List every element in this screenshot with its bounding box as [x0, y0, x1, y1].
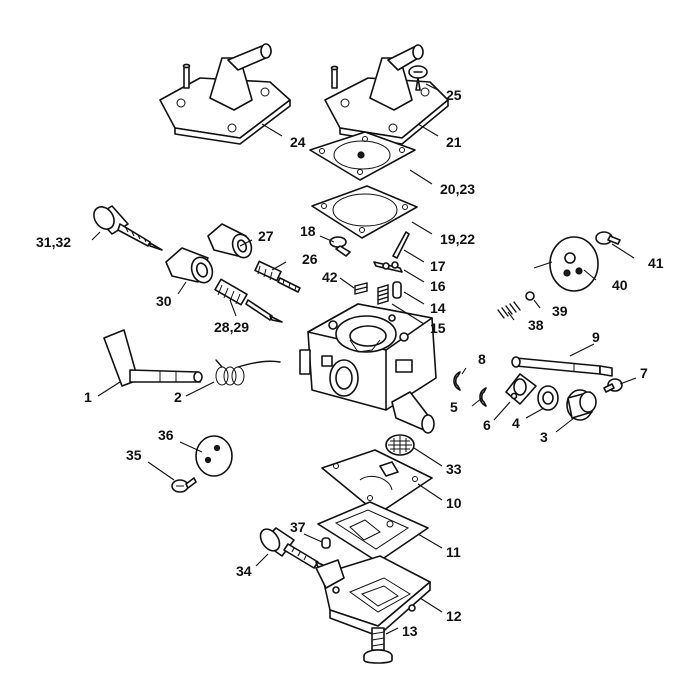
callout-28-29: 28,29: [214, 319, 249, 335]
callout-16: 16: [430, 278, 446, 294]
callout-6: 6: [483, 417, 491, 433]
callout-7: 7: [640, 365, 648, 381]
pin-37: [321, 537, 331, 549]
callout-19-22: 19,22: [440, 231, 475, 247]
lever-6: [505, 373, 537, 405]
callout-labels: 1 2 3 4 5 6 7 8 9 10 11 12 13 14 15 16 1…: [36, 87, 664, 639]
screw-13: [363, 627, 393, 664]
cap-27: [207, 223, 253, 259]
gasket-11: [317, 501, 429, 563]
screw-28-29: [214, 278, 283, 323]
callout-17: 17: [430, 258, 446, 274]
callout-20-23: 20,23: [440, 181, 475, 197]
callout-21: 21: [446, 134, 462, 150]
callout-31-32: 31,32: [36, 234, 71, 250]
cap-30: [165, 247, 214, 284]
callout-1: 1: [84, 389, 92, 405]
cover-plate-40: [549, 236, 599, 292]
callout-27: 27: [258, 228, 274, 244]
clip-5: [479, 387, 487, 407]
callout-41: 41: [648, 255, 664, 271]
callout-40: 40: [612, 277, 628, 293]
callout-39: 39: [552, 303, 568, 319]
spring-38: [497, 301, 521, 319]
screw-25: [408, 65, 428, 91]
strainer-33: [385, 434, 415, 456]
choke-shaft-1: [103, 329, 203, 387]
callout-3: 3: [540, 429, 548, 445]
adjusting-screw-31-32: [93, 205, 163, 251]
callout-33: 33: [446, 461, 462, 477]
torsion-spring-2: [215, 359, 281, 386]
callout-25: 25: [446, 87, 462, 103]
intake-cover-right: [324, 44, 449, 145]
spring-42: [354, 282, 368, 295]
callout-34: 34: [236, 563, 252, 579]
plate-36: [195, 435, 233, 477]
needle-17: [392, 231, 410, 259]
callout-38: 38: [528, 317, 544, 333]
intake-cover-left: [159, 43, 291, 145]
callout-26: 26: [302, 251, 318, 267]
screw-35: [171, 477, 197, 493]
throttle-stop-3: [566, 389, 597, 421]
callout-30: 30: [156, 293, 172, 309]
callout-9: 9: [592, 329, 600, 345]
callout-13: 13: [402, 623, 418, 639]
spring-15: [377, 284, 389, 305]
callout-24: 24: [290, 134, 306, 150]
callout-37: 37: [290, 519, 306, 535]
washer-4: [537, 385, 559, 411]
pin-14: [392, 281, 402, 299]
end-cover-12: [315, 555, 431, 637]
callout-35: 35: [126, 447, 142, 463]
callout-18: 18: [300, 223, 316, 239]
clip-8: [453, 371, 461, 391]
callout-14: 14: [430, 300, 446, 316]
callout-11: 11: [446, 544, 461, 560]
lever-16: [373, 261, 403, 273]
callout-4: 4: [512, 415, 520, 431]
gasket-19-22: [311, 185, 418, 239]
diaphragm-20-23: [309, 131, 416, 181]
callout-8: 8: [478, 351, 486, 367]
screw-18: [329, 236, 351, 257]
callout-36: 36: [158, 427, 174, 443]
screw-26: [254, 260, 301, 293]
diaphragm-10: [321, 449, 433, 515]
callout-5: 5: [450, 399, 458, 415]
throttle-shaft-9: [511, 356, 613, 377]
callout-42: 42: [322, 269, 338, 285]
leader-lines: [91, 83, 637, 635]
callout-12: 12: [446, 608, 462, 624]
carburetor-body: [299, 303, 437, 434]
screw-34: [259, 527, 331, 573]
ball-39: [525, 291, 535, 301]
screw-41: [595, 231, 621, 245]
callout-15: 15: [430, 320, 446, 336]
callout-2: 2: [174, 389, 182, 405]
callout-10: 10: [446, 495, 462, 511]
screw-7: [603, 378, 623, 393]
